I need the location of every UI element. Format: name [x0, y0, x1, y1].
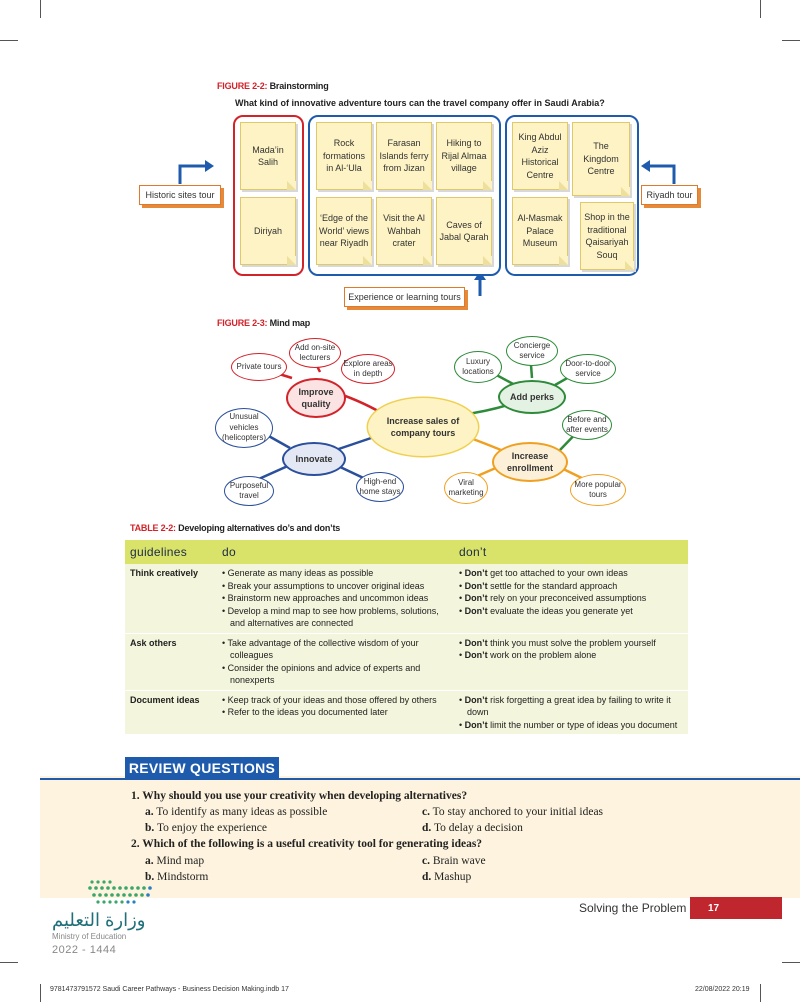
crop-mark	[782, 962, 800, 963]
column-header: do	[217, 540, 454, 564]
figure-label: FIGURE 2-2:	[217, 81, 268, 91]
crop-mark	[40, 984, 41, 1002]
hub-add-perks: Add perks	[498, 380, 566, 414]
arrow-riyadh	[649, 164, 676, 184]
column-header: guidelines	[125, 540, 217, 564]
ministry-name-en: Ministry of Education	[52, 932, 127, 941]
leaf-concierge-service: Concierge service	[506, 336, 558, 366]
sticky-note: Caves of Jabal Qarah	[436, 197, 492, 265]
figure-label: FIGURE 2-3:	[217, 318, 268, 328]
answer-1a[interactable]: a. To identify as many ideas as possible	[145, 806, 328, 818]
sticky-note: Shop in the traditional Qaisariyah Souq	[580, 202, 634, 270]
table-title: Developing alternatives do’s and don’ts	[178, 523, 341, 533]
crop-mark	[0, 962, 18, 963]
crop-mark	[760, 0, 761, 18]
leaf-private-tours: Private tours	[231, 353, 287, 381]
arrow-historic	[178, 164, 206, 184]
figure-2-2-caption: FIGURE 2-2: Brainstorming	[217, 81, 329, 91]
print-slug-left: 9781473791572 Saudi Career Pathways - Bu…	[50, 986, 289, 993]
do-cell: • Generate as many ideas as possible • B…	[217, 564, 454, 634]
table-2-2-caption: TABLE 2-2: Developing alternatives do’s …	[130, 523, 340, 533]
ministry-logo-icon	[88, 880, 152, 904]
leaf-unusual-vehicles: Unusual vehicles (helicopters)	[215, 408, 273, 448]
page-number: 17	[690, 897, 782, 919]
riyadh-tour-label: Riyadh tour	[641, 185, 698, 205]
leaf-high-end-home-stays: High-end home stays	[356, 472, 404, 502]
crop-mark	[782, 40, 800, 41]
review-title: REVIEW QUESTIONS	[125, 757, 279, 779]
table-row: Document ideas • Keep track of your idea…	[125, 690, 688, 735]
sticky-note: Visit the Al Wahbah crater	[376, 197, 432, 265]
column-header: don’t	[454, 540, 688, 564]
answer-2c[interactable]: c. Brain wave	[422, 855, 486, 867]
leaf-viral-marketing: Viral marketing	[444, 472, 488, 504]
answer-2d[interactable]: d. Mashup	[422, 871, 472, 883]
figure-title: Brainstorming	[269, 81, 329, 91]
leaf-luxury-locations: Luxury locations	[454, 351, 502, 383]
arrow-head	[205, 160, 214, 172]
question-1: 1. Why should you use your creativity wh…	[131, 790, 468, 802]
sticky-note: Farasan Islands ferry from Jizan	[376, 122, 432, 190]
figure-title: Mind map	[269, 318, 311, 328]
mind-map-center: Increase sales of company tours	[368, 398, 478, 456]
question-2: 2. Which of the following is a useful cr…	[131, 838, 483, 850]
running-footer-title: Solving the Problem	[579, 901, 687, 915]
dont-cell: • Don’t think you must solve the problem…	[454, 633, 688, 691]
crop-mark	[760, 984, 761, 1002]
guideline-cell: Document ideas	[125, 690, 217, 735]
guideline-cell: Think creatively	[125, 564, 217, 634]
hub-increase-enrollment: Increase enrollment	[492, 442, 568, 482]
dos-donts-table: guidelines do don’t Think creatively • G…	[125, 540, 688, 735]
leaf-more-popular-tours: More popular tours	[570, 474, 626, 506]
leaf-purposeful-travel: Purposeful travel	[224, 476, 274, 506]
sticky-note: Hiking to Rijal Almaa village	[436, 122, 492, 190]
arrow-head	[641, 160, 650, 172]
sticky-note: King Abdul Aziz Historical Centre	[512, 122, 568, 190]
crop-mark	[40, 0, 41, 18]
hub-innovate: Innovate	[282, 442, 346, 476]
leaf-explore-areas: Explore areas in depth	[341, 354, 395, 384]
sticky-note: Diriyah	[240, 197, 296, 265]
review-panel	[40, 776, 800, 898]
crop-mark	[0, 40, 18, 41]
do-cell: • Keep track of your ideas and those off…	[217, 690, 454, 735]
sticky-note: The Kingdom Centre	[572, 122, 630, 196]
answer-1c[interactable]: c. To stay anchored to your initial idea…	[422, 806, 604, 818]
print-slug-right: 22/08/2022 20:19	[695, 986, 750, 993]
sticky-note: Al-Masmak Palace Museum	[512, 197, 568, 265]
historic-sites-label: Historic sites tour	[139, 185, 221, 205]
table-row: Think creatively • Generate as many idea…	[125, 564, 688, 634]
table-header-row: guidelines do don’t	[125, 540, 688, 564]
figure-question: What kind of innovative adventure tours …	[235, 98, 605, 108]
table-row: Ask others • Take advantage of the colle…	[125, 633, 688, 691]
ministry-name-ar: وزارة التعليم	[52, 910, 146, 930]
answer-1d[interactable]: d. To delay a decision	[422, 822, 523, 834]
answer-2b[interactable]: b. Mindstorm	[145, 871, 209, 883]
experience-tours-label: Experience or learning tours	[344, 287, 465, 307]
leaf-door-to-door: Door-to-door service	[560, 354, 616, 384]
ministry-year: 2022 - 1444	[52, 944, 117, 956]
leaf-before-after-events: Before and after events	[562, 410, 612, 440]
hub-improve-quality: Improve quality	[286, 378, 346, 418]
dont-cell: • Don’t risk forgetting a great idea by …	[454, 690, 688, 735]
sticky-note: ‘Edge of the World’ views near Riyadh	[316, 197, 372, 265]
dont-cell: • Don’t get too attached to your own ide…	[454, 564, 688, 634]
answer-2a[interactable]: a. Mind map	[145, 855, 205, 867]
table-label: TABLE 2-2:	[130, 523, 176, 533]
figure-2-3-caption: FIGURE 2-3: Mind map	[217, 318, 310, 328]
sticky-note: Rock formations in Al-‘Ula	[316, 122, 372, 190]
figure-2-2-arrows	[178, 160, 676, 296]
do-cell: • Take advantage of the collective wisdo…	[217, 633, 454, 691]
answer-1b[interactable]: b. To enjoy the experience	[145, 822, 267, 834]
review-rule	[40, 778, 800, 780]
sticky-note: Mada’in Salih	[240, 122, 296, 190]
leaf-on-site-lecturers: Add on-site lecturers	[289, 338, 341, 368]
guideline-cell: Ask others	[125, 633, 217, 691]
